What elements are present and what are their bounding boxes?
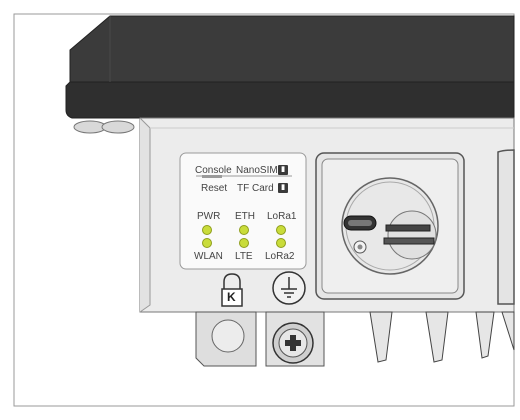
led-label-wlan: WLAN [194, 251, 223, 262]
led-lora1 [276, 225, 286, 235]
led-eth [239, 225, 249, 235]
tfcard-label: TF Card [237, 183, 274, 194]
cable-glands [369, 311, 515, 363]
card-slot-icon: ▮ [278, 183, 288, 193]
led-label-eth: ETH [235, 211, 255, 222]
right-door-edge [497, 149, 515, 305]
console-slot [202, 175, 222, 178]
lock-mark: K [227, 290, 236, 304]
led-label-pwr: PWR [197, 211, 221, 222]
port-door [315, 152, 465, 300]
led-lora2 [276, 238, 286, 248]
ground-icon [272, 271, 306, 305]
ground-screw [272, 322, 314, 364]
lock-icon [221, 273, 243, 307]
top-cover [65, 15, 515, 119]
led-label-lora1: LoRa1 [267, 211, 297, 222]
nanosim-label: NanoSIM [236, 165, 278, 176]
led-pwr [202, 225, 212, 235]
led-label-lte: LTE [235, 251, 253, 262]
led-wlan [202, 238, 212, 248]
reset-label: Reset [201, 183, 228, 194]
led-lte [239, 238, 249, 248]
led-label-lora2: LoRa2 [265, 251, 295, 262]
console-label: Console [195, 165, 232, 176]
sim-slot-icon: ▮ [278, 165, 288, 175]
